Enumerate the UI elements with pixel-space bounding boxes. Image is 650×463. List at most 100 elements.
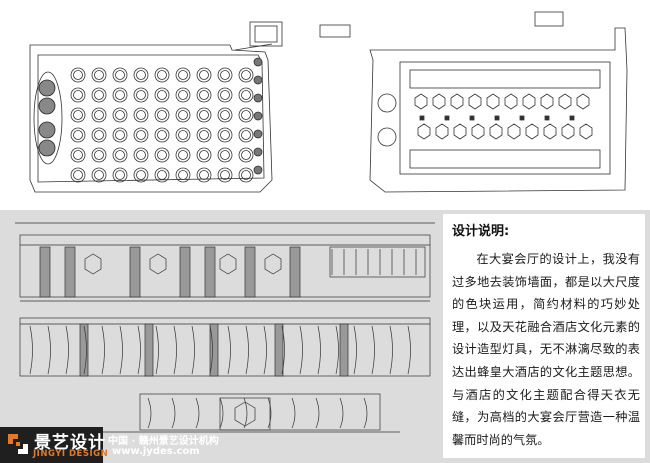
- banquet-table: [112, 107, 128, 123]
- banquet-table-top: [178, 170, 188, 180]
- hex-light: [522, 93, 536, 110]
- plant: [253, 57, 263, 67]
- curtain-fold: [191, 325, 195, 375]
- banquet-table-top: [94, 110, 104, 120]
- column: [39, 246, 51, 298]
- hex-ornament: [219, 253, 237, 275]
- banquet-table-top: [115, 90, 125, 100]
- description-body: 在大宴会厅的设计上，我没有过多地去装饰墙面，都是以大尺度的色块运用，简约材料的巧…: [452, 252, 640, 447]
- curtain-fold: [171, 397, 176, 429]
- banquet-table-top: [199, 90, 209, 100]
- banquet-table: [154, 167, 170, 183]
- banquet-table-top: [115, 170, 125, 180]
- curtain-fold: [335, 325, 339, 375]
- banquet-table-top: [136, 90, 146, 100]
- logo-mark-icon: [8, 434, 28, 454]
- plant: [253, 129, 263, 139]
- curtain-fold: [281, 325, 285, 375]
- curtain-fold: [219, 397, 224, 429]
- curtain-fold: [147, 397, 152, 429]
- banquet-table: [133, 87, 149, 103]
- hex-light: [414, 93, 428, 110]
- banquet-table-top: [199, 70, 209, 80]
- elevation-drawing-lower: [70, 393, 400, 433]
- ceiling-frame: [399, 61, 611, 175]
- banquet-table: [154, 67, 170, 83]
- plant: [253, 75, 263, 85]
- hex-ornament: [234, 401, 256, 427]
- vip-table: [38, 139, 56, 157]
- banquet-table-top: [199, 150, 209, 160]
- hex-light: [543, 123, 557, 140]
- hex-ornament: [149, 253, 167, 275]
- banquet-table: [175, 87, 191, 103]
- footer-organization: 中国 · 赣州景艺设计机构: [108, 436, 219, 447]
- banquet-table-top: [157, 130, 167, 140]
- elevation-drawing-upper: [15, 222, 435, 302]
- ceiling-light: [377, 127, 397, 147]
- entrance-label-line: [234, 43, 273, 51]
- banquet-table-top: [241, 150, 251, 160]
- banquet-table: [154, 107, 170, 123]
- banquet-table-top: [241, 170, 251, 180]
- spot-light: [544, 115, 550, 121]
- column: [339, 323, 349, 377]
- banquet-table: [133, 67, 149, 83]
- banquet-table-top: [220, 130, 230, 140]
- banquet-table-top: [241, 110, 251, 120]
- banquet-table: [91, 127, 107, 143]
- curtain-fold: [155, 325, 159, 375]
- banquet-table-top: [178, 90, 188, 100]
- banquet-table-top: [178, 150, 188, 160]
- lattice-screen: [329, 246, 426, 278]
- banquet-table-top: [220, 110, 230, 120]
- curtain-fold: [315, 397, 320, 429]
- banquet-table: [175, 147, 191, 163]
- plant: [253, 147, 263, 157]
- hex-light: [417, 123, 431, 140]
- banquet-table: [217, 87, 233, 103]
- column: [64, 246, 76, 298]
- hex-light: [558, 93, 572, 110]
- curtain-fold: [47, 325, 51, 375]
- banquet-table-top: [73, 90, 83, 100]
- wall-outline: [19, 234, 431, 298]
- footer-url[interactable]: www.jydes.com: [112, 446, 200, 457]
- curtain-fold: [65, 325, 69, 375]
- banquet-table: [217, 67, 233, 83]
- banquet-table: [196, 147, 212, 163]
- banquet-table: [154, 127, 170, 143]
- spot-light: [519, 115, 525, 121]
- banquet-table: [196, 107, 212, 123]
- banquet-table-top: [115, 70, 125, 80]
- banquet-table: [70, 67, 86, 83]
- curtain-fold: [371, 325, 375, 375]
- spot-light: [569, 115, 575, 121]
- hex-light: [471, 123, 485, 140]
- curtain-fold: [243, 397, 248, 429]
- banquet-table-top: [178, 110, 188, 120]
- banquet-table: [133, 127, 149, 143]
- banquet-table: [217, 147, 233, 163]
- banquet-table: [70, 147, 86, 163]
- curtain-fold: [245, 325, 249, 375]
- banquet-table: [133, 147, 149, 163]
- curtain-fold: [353, 325, 357, 375]
- banquet-table-top: [157, 90, 167, 100]
- hex-light: [507, 123, 521, 140]
- banquet-table: [112, 147, 128, 163]
- detail-box: [534, 11, 564, 27]
- hex-light: [453, 123, 467, 140]
- banquet-table: [217, 167, 233, 183]
- banquet-table: [196, 67, 212, 83]
- banquet-table: [217, 107, 233, 123]
- plant: [253, 165, 263, 175]
- banquet-table: [70, 127, 86, 143]
- ceiling-cove: [409, 149, 601, 169]
- ceiling-cove: [409, 69, 601, 89]
- banquet-table: [238, 147, 254, 163]
- banquet-table-top: [157, 170, 167, 180]
- banquet-table-top: [220, 170, 230, 180]
- hall-outline: [29, 44, 273, 193]
- entrance-room-inner: [254, 25, 278, 43]
